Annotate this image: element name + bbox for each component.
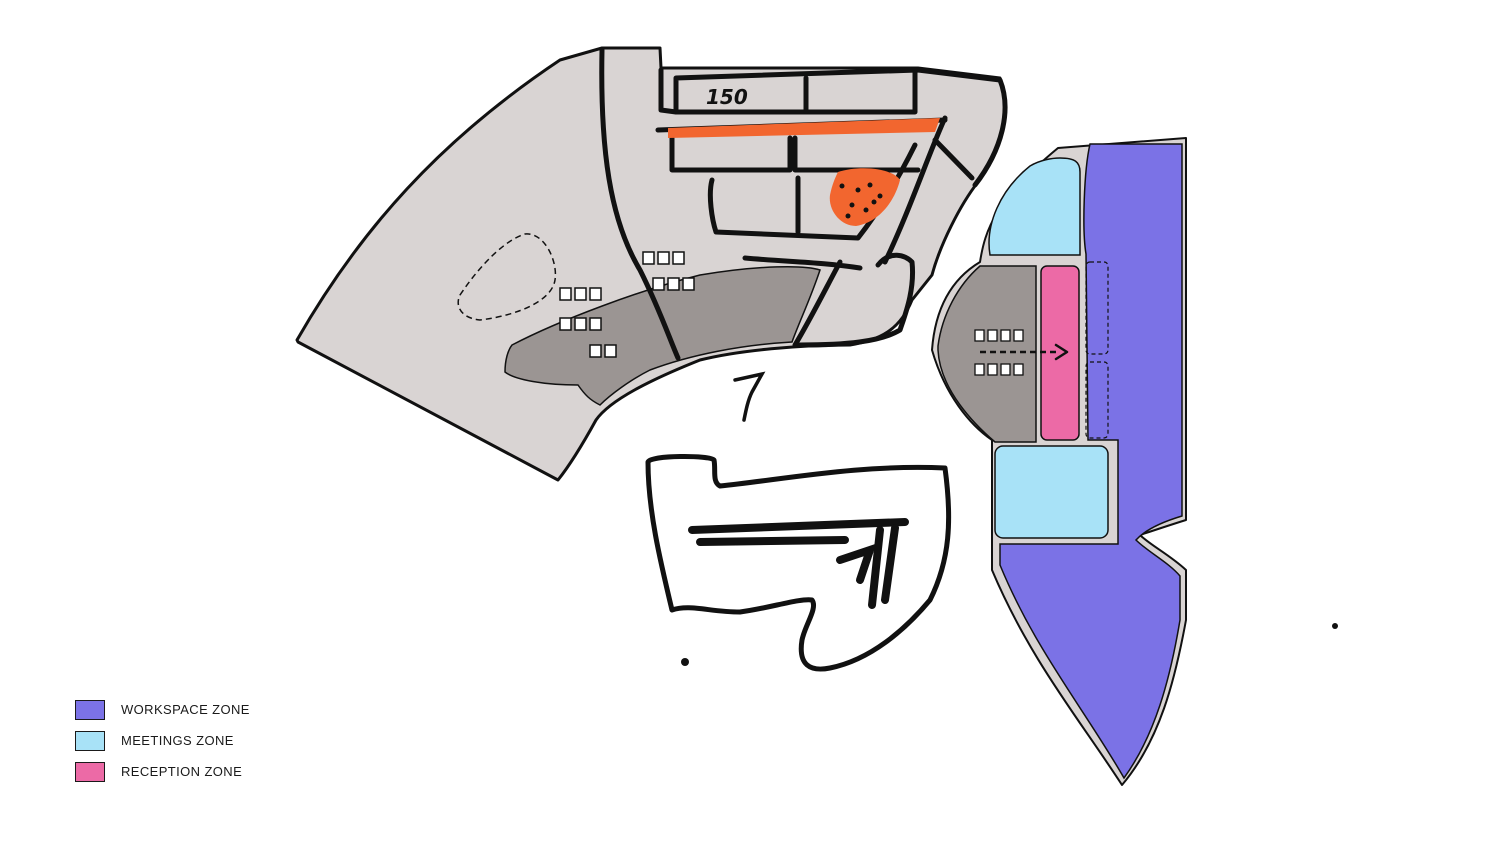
right-building <box>931 137 1187 786</box>
left-building: 150 <box>295 46 1008 482</box>
legend-swatch-meetings <box>75 730 105 751</box>
legend-swatch-workspace <box>75 699 105 720</box>
left-building-atrium-dashed <box>457 233 557 321</box>
legend-item-workspace: WORKSPACE ZONE <box>75 694 250 725</box>
legend-label: RECEPTION ZONE <box>121 764 243 779</box>
dashed-slot <box>1085 261 1109 355</box>
workspace-zone <box>999 143 1183 780</box>
meetings-zone-bottom <box>994 445 1109 539</box>
legend-label: WORKSPACE ZONE <box>121 702 250 717</box>
entry-arrow-sketch <box>733 371 766 422</box>
zone-legend: WORKSPACE ZONE MEETINGS ZONE RECEPTION Z… <box>75 694 250 787</box>
legend-label: MEETINGS ZONE <box>121 733 234 748</box>
legend-swatch-reception <box>75 761 105 782</box>
highlight-zone-orange <box>668 118 940 226</box>
legend-item-meetings: MEETINGS ZONE <box>75 725 250 756</box>
center-building-outline <box>645 453 1338 672</box>
room-number-label: 150 <box>706 85 748 109</box>
sketch-dot <box>1332 623 1338 629</box>
reception-zone <box>1040 265 1080 441</box>
desk-cluster-icons <box>974 329 1024 376</box>
dashed-slot <box>1085 361 1109 439</box>
center-building-scribble <box>688 518 909 609</box>
sketch-dot <box>681 658 689 666</box>
flow-arrow <box>980 343 1069 361</box>
right-building-entry-wedge <box>937 265 1037 443</box>
left-building-circulation-band <box>504 265 821 406</box>
meetings-zone-top <box>988 157 1081 256</box>
desk-cluster-icons <box>559 251 695 358</box>
legend-item-reception: RECEPTION ZONE <box>75 756 250 787</box>
